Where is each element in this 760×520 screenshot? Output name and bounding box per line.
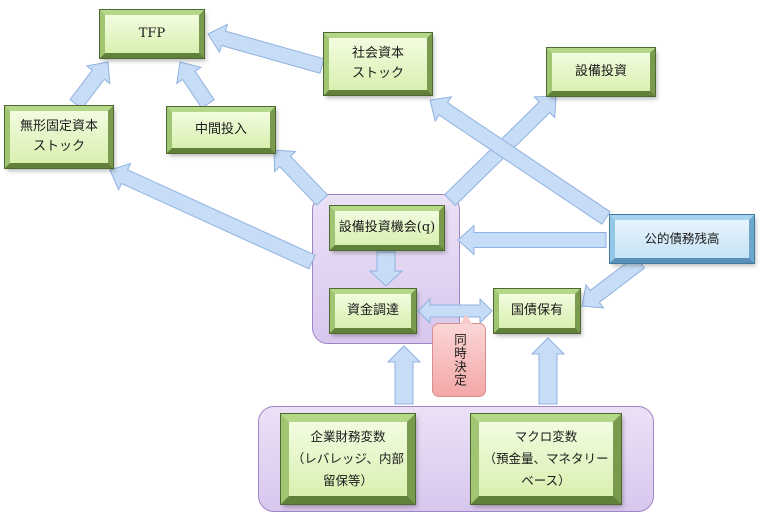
arrow-intangible-capital-to-tfp bbox=[69, 61, 111, 110]
arrow-public-debt-to-social-capital bbox=[429, 96, 611, 225]
node-public-debt-outstanding: 公的債務残高 bbox=[610, 215, 754, 263]
simultaneous-determination-label: 同時決定 bbox=[452, 333, 467, 387]
node-social-capital-stock: 社会資本 ストック bbox=[324, 33, 432, 95]
node-macro-variables: マクロ変数 （預金量、マネタリー ベース） bbox=[471, 414, 621, 504]
arrow-corporate-finance-to-financing bbox=[386, 345, 422, 405]
arrow-investment-opportunity-to-intermediate-input bbox=[273, 149, 329, 206]
simultaneous-determination-callout: 同時決定 bbox=[432, 314, 486, 397]
node-government-bond-holding: 国債保有 bbox=[494, 289, 580, 333]
arrow-financing-bond-holding-bidirectional bbox=[417, 297, 493, 325]
node-equipment-investment: 設備投資 bbox=[547, 48, 655, 96]
node-tfp: TFP bbox=[100, 10, 204, 58]
arrow-macro-variables-to-government-bond-holding bbox=[530, 337, 566, 405]
arrow-investment-opportunity-to-financing bbox=[368, 251, 404, 287]
node-investment-opportunity-q: 設備投資機会(q) bbox=[330, 206, 444, 250]
node-financing: 資金調達 bbox=[330, 289, 416, 333]
node-intangible-capital-stock: 無形固定資本 ストック bbox=[5, 106, 113, 168]
arrow-public-debt-to-government-bond-holding bbox=[581, 255, 646, 309]
arrow-intermediate-input-to-tfp bbox=[176, 61, 215, 109]
arrow-public-debt-to-investment-opportunity bbox=[457, 224, 607, 256]
node-intermediate-input: 中間投入 bbox=[167, 107, 275, 153]
arrow-investment-opportunity-to-intangible-capital bbox=[109, 162, 316, 270]
node-corporate-financial-variables: 企業財務変数 （レバレッジ、内部 留保等） bbox=[281, 414, 415, 504]
arrow-social-capital-to-tfp bbox=[207, 23, 325, 74]
